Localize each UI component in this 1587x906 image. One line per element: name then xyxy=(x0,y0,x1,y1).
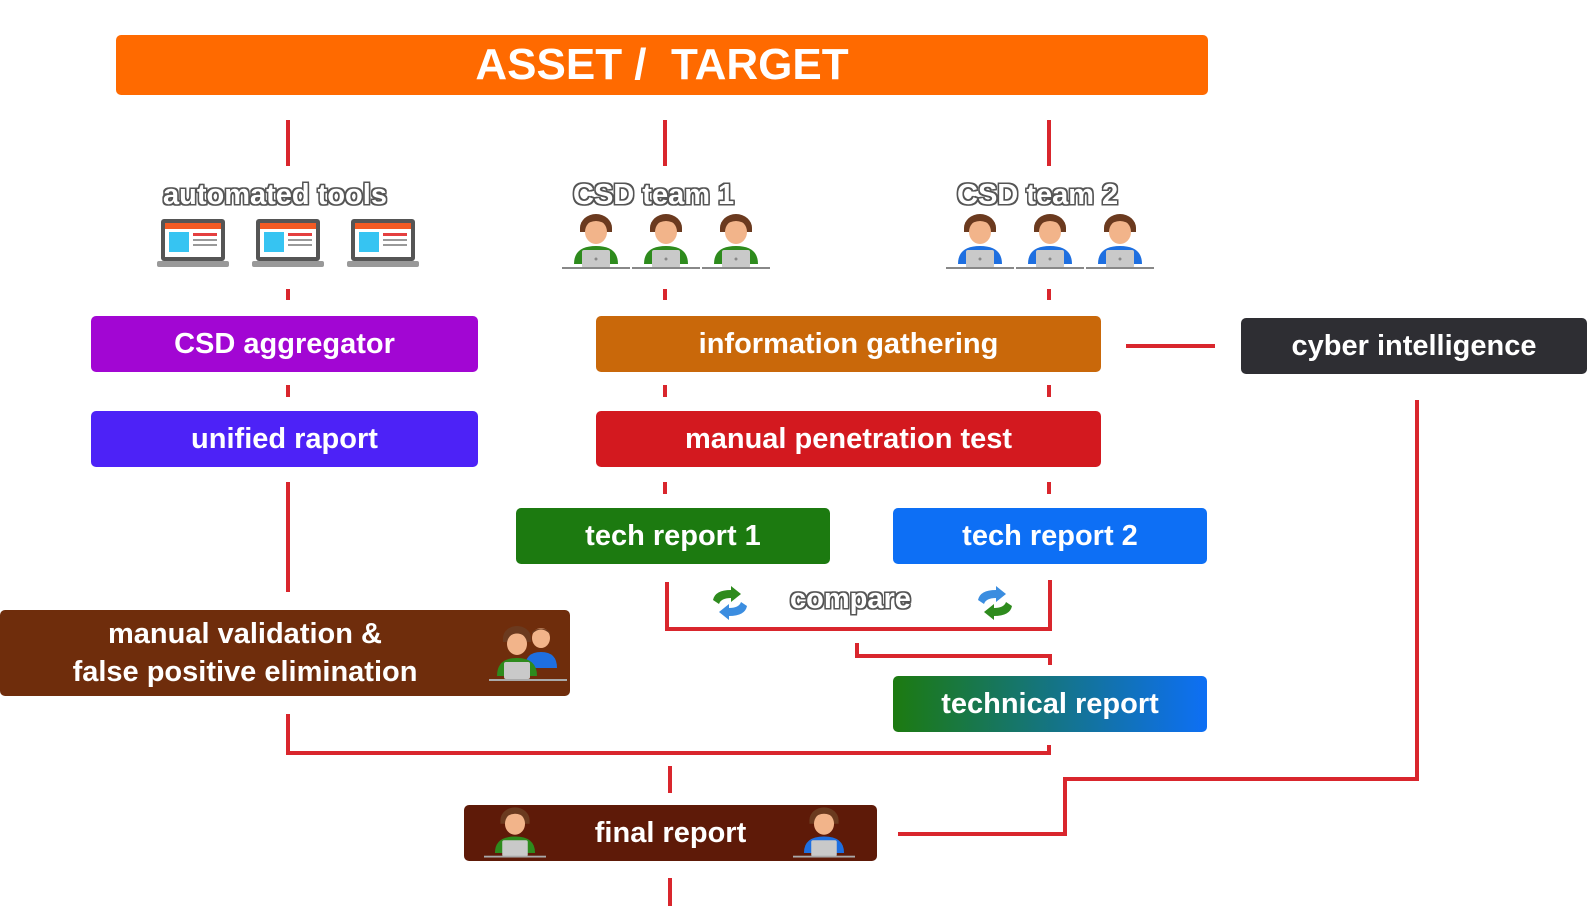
manual-penetration-test-box: manual penetration test xyxy=(596,411,1101,467)
csd-team-2-label: CSD team 2 xyxy=(957,179,1119,211)
unified-report-label: unified raport xyxy=(191,422,378,455)
manual-validation-line-2: false positive elimination xyxy=(72,656,418,688)
asset-target-banner: ASSET / TARGET xyxy=(116,35,1208,95)
csd-team-1-label: CSD team 1 xyxy=(573,179,735,211)
tech-report-2-label: tech report 2 xyxy=(962,519,1138,552)
manual-validation-line-1: manual validation & xyxy=(108,618,382,650)
tech-report-1-label: tech report 1 xyxy=(585,519,761,552)
person-at-laptop-icon xyxy=(1086,212,1154,275)
laptop-icon xyxy=(252,217,324,274)
manual-penetration-test-label: manual penetration test xyxy=(684,422,1013,455)
unified-report-box: unified raport xyxy=(91,411,478,467)
person-at-laptop-icon xyxy=(489,622,567,687)
person-at-laptop-icon xyxy=(946,212,1014,275)
swap-arrows-icon xyxy=(707,586,753,625)
person-at-laptop-icon xyxy=(793,805,855,864)
asset-target-title: ASSET / TARGET xyxy=(475,40,849,89)
final-report-label: final report xyxy=(594,816,747,849)
cyber-intelligence-label: cyber intelligence xyxy=(1291,329,1537,362)
person-at-laptop-icon xyxy=(484,805,546,864)
information-gathering-label: information gathering xyxy=(698,327,999,360)
laptop-icon xyxy=(347,217,419,274)
compare-label: compare xyxy=(790,583,911,615)
tech-report-2-box: tech report 2 xyxy=(893,508,1207,564)
technical-report-box: technical report xyxy=(893,676,1207,732)
person-at-laptop-icon xyxy=(562,212,630,275)
person-at-laptop-icon xyxy=(632,212,700,275)
csd-aggregator-box: CSD aggregator xyxy=(91,316,478,372)
manual-validation-box: manual validation & false positive elimi… xyxy=(0,610,570,696)
person-at-laptop-icon xyxy=(1016,212,1084,275)
person-at-laptop-icon xyxy=(702,212,770,275)
information-gathering-box: information gathering xyxy=(596,316,1101,372)
cyber-intelligence-box: cyber intelligence xyxy=(1241,318,1587,374)
swap-arrows-icon xyxy=(972,586,1018,625)
tech-report-1-box: tech report 1 xyxy=(516,508,830,564)
csd-aggregator-label: CSD aggregator xyxy=(174,327,395,360)
laptop-icon xyxy=(157,217,229,274)
technical-report-label: technical report xyxy=(941,687,1159,720)
automated-tools-label: automated tools xyxy=(163,179,387,211)
